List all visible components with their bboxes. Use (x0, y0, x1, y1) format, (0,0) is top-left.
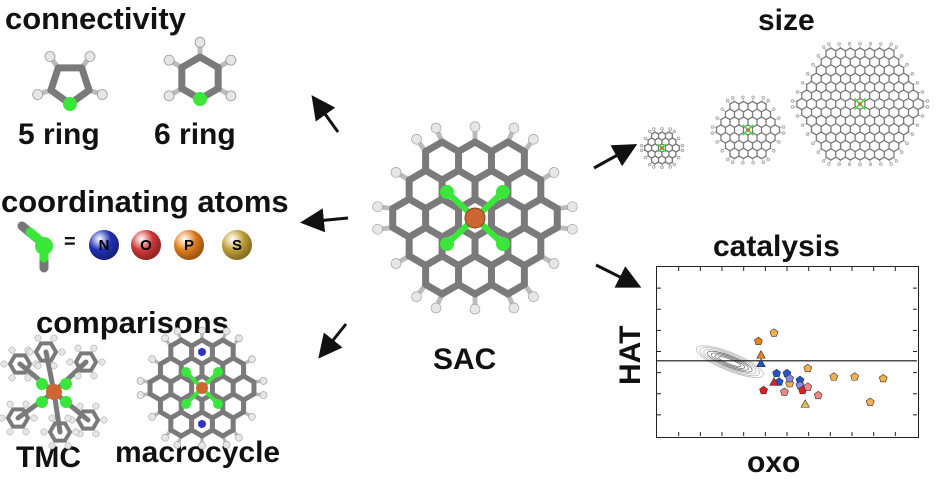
connectivity-title: connectivity (5, 1, 186, 36)
triangle-point (800, 399, 810, 408)
pentagon-point (803, 382, 813, 391)
arrow-coordinating (300, 208, 349, 233)
coordinating-atoms-title: coordinating atoms (1, 184, 289, 219)
pentagon-point (813, 390, 823, 400)
x-axis-label: oxo (747, 446, 801, 479)
arrow-size (593, 144, 638, 170)
density-contour (718, 356, 742, 368)
density-contour (695, 345, 764, 378)
catalysis-plot-area (657, 267, 917, 436)
pentagon-point (772, 368, 781, 378)
triangle-point (756, 350, 766, 359)
density-contour (699, 347, 761, 377)
pentagon-point (878, 373, 888, 383)
arrow-catalysis (595, 263, 642, 288)
five-ring-molecule-icon (32, 51, 108, 111)
bond-stub-icon (17, 221, 53, 273)
arrow-comparisons (318, 323, 348, 359)
comparisons-title: comparisons (36, 305, 229, 340)
pentagon-point (769, 328, 779, 337)
catalysis-title: catalysis (713, 230, 840, 263)
density-contour (703, 349, 757, 375)
pentagon-point (865, 397, 875, 406)
macrocycle-label: macrocycle (115, 436, 281, 469)
ring6-label: 6 ring (154, 118, 236, 151)
catalysis-plot (656, 266, 919, 438)
macrocycle-molecule-icon (136, 326, 268, 450)
pentagon-point (829, 372, 839, 381)
triangle-point (756, 358, 766, 367)
size-sheets-icon (639, 41, 930, 169)
pentagon-point (754, 336, 763, 346)
sac-molecule-icon (372, 121, 578, 315)
atom-P-ball: P (174, 230, 204, 260)
pentagon-point (785, 373, 794, 383)
triangle-point (769, 377, 779, 386)
equals-sign: = (64, 231, 76, 253)
pentagon-point (850, 372, 859, 381)
arrow-connectivity (311, 95, 340, 133)
density-contour (707, 350, 753, 373)
sac-label: SAC (433, 343, 497, 376)
density-contour (714, 354, 746, 369)
six-ring-molecule-icon (163, 36, 237, 106)
atom-O-ball: O (131, 230, 161, 260)
atom-N-ball: N (89, 230, 119, 260)
atom-S-ball: S (222, 230, 252, 260)
ring5-label: 5 ring (18, 118, 100, 151)
pentagon-point (803, 363, 813, 373)
pentagon-point (759, 385, 768, 395)
density-contour (710, 352, 749, 371)
tmc-molecule-icon (0, 334, 108, 450)
size-title: size (758, 4, 815, 37)
pentagon-point (780, 387, 789, 396)
